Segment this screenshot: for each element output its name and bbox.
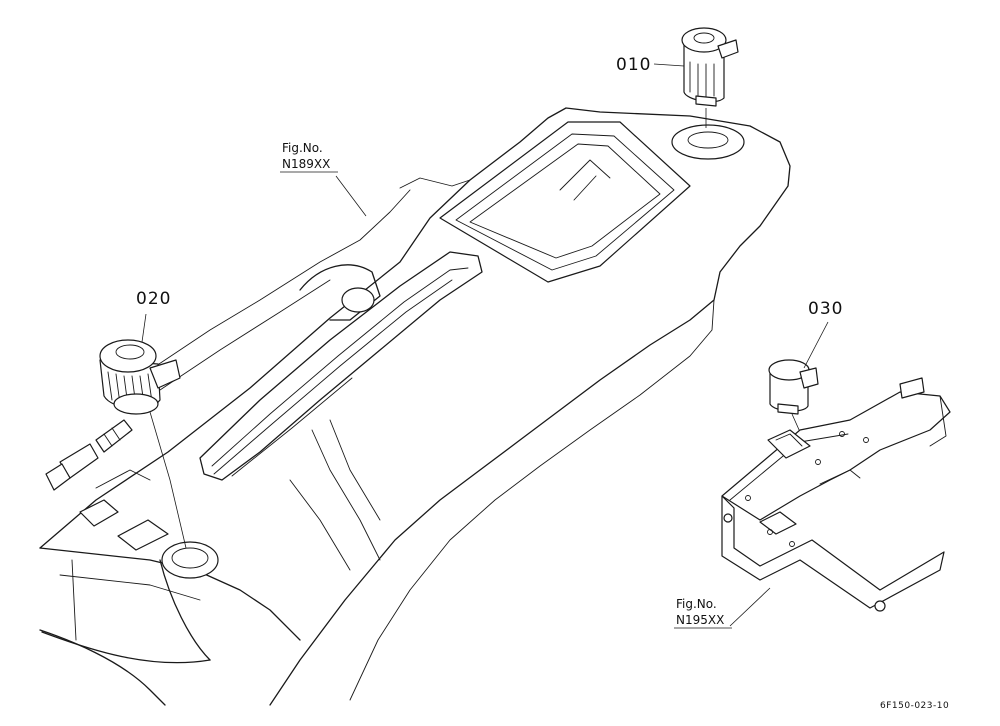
socket-hole	[671, 124, 745, 160]
socket-part	[681, 27, 739, 128]
callout-010: 010	[616, 55, 651, 75]
figure-ref-number: N189XX	[282, 157, 330, 171]
relay-part	[768, 359, 819, 433]
figure-ref-console: Fig.No. N189XX	[280, 141, 338, 173]
leader-lines	[141, 63, 829, 627]
console-slot	[199, 251, 483, 481]
switch-part	[45, 339, 187, 549]
figure-ref-label: Fig.No.	[282, 141, 323, 155]
figure-ref-label: Fig.No.	[676, 597, 717, 611]
tray-recess	[439, 121, 691, 283]
console-body	[39, 107, 791, 706]
figure-ref-number: N195XX	[676, 613, 724, 627]
callout-030: 030	[808, 299, 843, 319]
document-id: 6F150-023-10	[880, 701, 949, 711]
mounting-bracket	[721, 377, 951, 612]
figure-ref-bracket: Fig.No. N195XX	[674, 597, 732, 629]
lever-cover	[299, 264, 381, 321]
switch-hole	[161, 541, 219, 579]
callout-020: 020	[136, 289, 171, 309]
